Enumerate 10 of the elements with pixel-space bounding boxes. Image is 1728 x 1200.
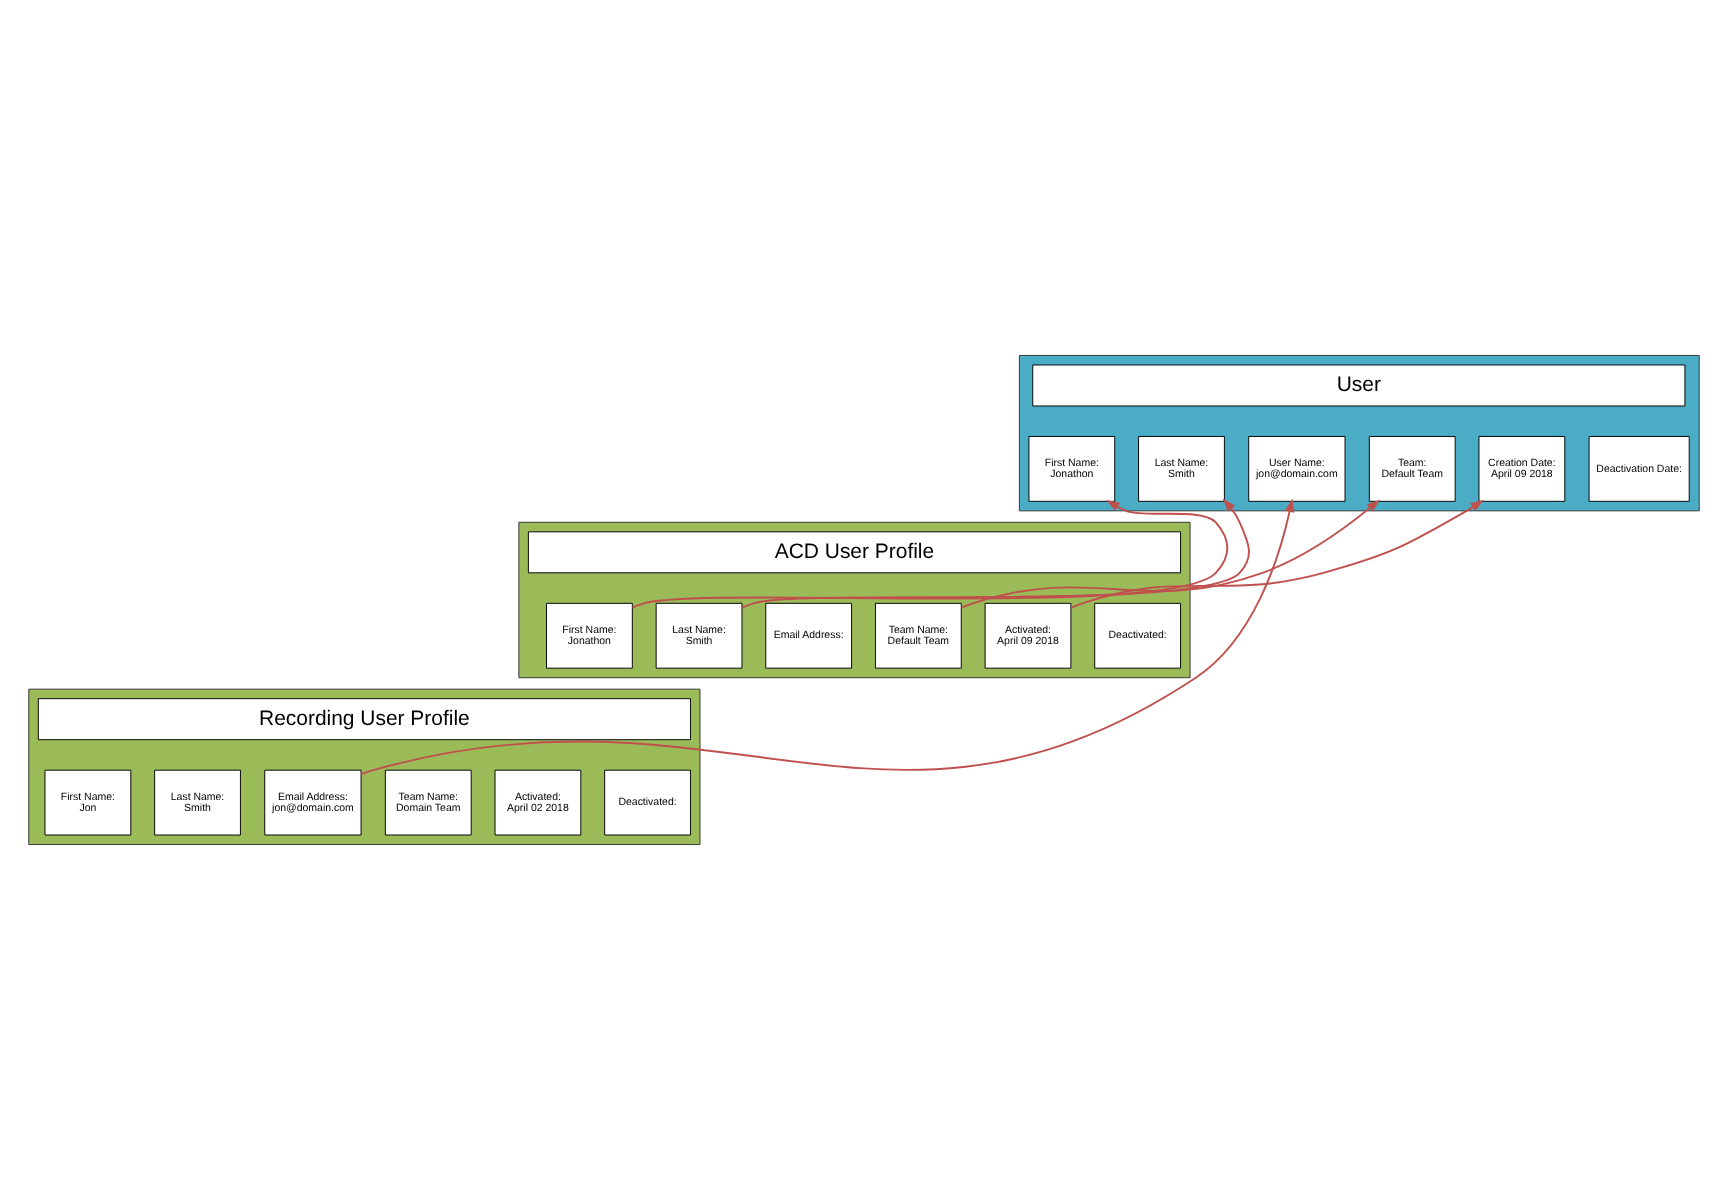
arrow [360,498,1295,776]
cluster [28,688,701,846]
arrow [631,499,1229,609]
node-box: Recording User Profile [37,698,691,741]
arrow [960,499,1380,609]
arrow [741,498,1250,609]
cluster [518,521,1191,679]
node-box: ACD User Profile [527,531,1181,574]
arrow [1070,499,1484,609]
node-box: User [1032,364,1686,407]
